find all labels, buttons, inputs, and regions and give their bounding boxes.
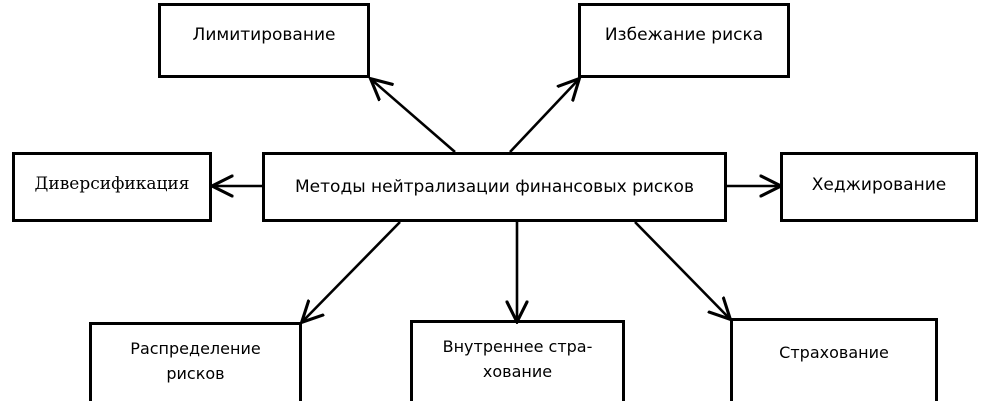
- node-label: Страхование: [779, 343, 889, 362]
- node-diversifikaciya[interactable]: Диверсификация: [12, 152, 212, 222]
- edge-center-to-strahovanie: [634, 221, 729, 318]
- node-strahovanie[interactable]: Страхование: [730, 318, 938, 401]
- node-limitirovanie[interactable]: Лимитирование: [158, 3, 370, 78]
- node-izbezhanie-riska[interactable]: Избежание риска: [578, 3, 790, 78]
- node-label: Лимитирование: [192, 25, 336, 45]
- node-label: Методы нейтрализации финансовых рисков: [295, 176, 694, 197]
- node-raspredelenie-riskov[interactable]: Распределение рисков: [89, 322, 302, 401]
- node-label: Распределение рисков: [130, 339, 261, 383]
- node-label: Внутреннее стра- хование: [442, 337, 593, 381]
- node-methods-of-neutralizing-financial-risks[interactable]: Методы нейтрализации финансовых рисков: [262, 152, 727, 222]
- node-hedzhirovanie[interactable]: Хеджирование: [780, 152, 978, 222]
- edge-center-to-raspredelenie-riskov: [303, 221, 401, 321]
- node-label: Хеджирование: [811, 174, 947, 195]
- node-label: Избежание риска: [604, 25, 764, 45]
- node-label: Диверсификация: [34, 173, 190, 194]
- node-vnutrennee-strahovanie[interactable]: Внутреннее стра- хование: [410, 320, 625, 401]
- edge-center-to-izbezhanie-riska: [509, 80, 578, 153]
- edge-center-to-limitirovanie: [372, 80, 456, 153]
